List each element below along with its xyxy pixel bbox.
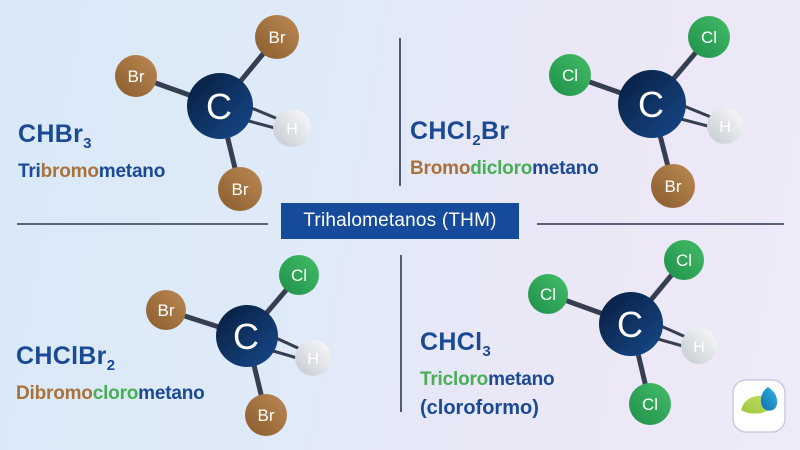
brand-logo — [732, 379, 786, 433]
formula-subscript: 3 — [482, 343, 491, 360]
water-drop-icon — [760, 387, 778, 411]
molecule-bromodichloromethane: Cl Cl Br C H — [549, 16, 743, 208]
name-segment: bromo — [40, 161, 99, 182]
atom-label: Cl — [676, 251, 692, 270]
atom-label: Cl — [540, 285, 556, 304]
molecule-dibromochloromethane: Cl Br Br C H — [146, 255, 331, 436]
compound-name-chbr3: Tribromometano — [18, 161, 165, 183]
alt-name-chloroform: (cloroformo) — [420, 397, 539, 419]
page-title: Trihalometanos (THM) — [303, 210, 497, 231]
atom-label: Br — [128, 67, 145, 86]
label-block-chclbr2: CHClBr2 Dibromoclorometano — [16, 342, 205, 405]
name-segment: dicloro — [470, 158, 533, 179]
atom-label: C — [206, 86, 232, 127]
atom-chlorine — [549, 54, 591, 96]
formula-chbr3: CHBr3 — [18, 120, 165, 152]
formula-base: CHCl — [420, 328, 483, 356]
name-segment: Dibromo — [16, 383, 93, 404]
atom-label: Cl — [642, 395, 658, 414]
compound-name-chclbr2: Dibromoclorometano — [16, 383, 205, 405]
atom-hydrogen — [273, 109, 311, 147]
atom-bromine — [651, 164, 695, 208]
atom-label: H — [286, 121, 298, 138]
atom-carbon — [618, 70, 686, 138]
atom-carbon — [216, 305, 278, 367]
atom-label: H — [693, 339, 705, 356]
atom-label: Br — [232, 180, 249, 199]
name-segment: metano — [98, 161, 166, 182]
atom-bromine — [218, 167, 262, 211]
atom-bromine — [146, 290, 186, 330]
formula-subscript: 2 — [106, 357, 116, 374]
formula-chcl3: CHCl3 — [420, 328, 554, 360]
atom-bromine — [245, 394, 287, 436]
atom-label: C — [617, 304, 643, 345]
name-segment: metano — [488, 369, 555, 390]
atom-label: Br — [269, 28, 286, 47]
atom-hydrogen — [295, 340, 331, 376]
name-segment: metano — [138, 383, 205, 404]
atom-label: Cl — [701, 28, 717, 47]
atom-bromine — [115, 55, 157, 97]
atom-carbon — [599, 292, 663, 356]
molecule-tribromomethane: Br Br Br C H — [115, 15, 311, 211]
atom-chlorine — [528, 274, 568, 314]
formula-suffix: Br — [480, 117, 510, 145]
name-segment: Bromo — [410, 158, 471, 179]
atom-bromine — [255, 15, 299, 59]
name-segment: cloro — [92, 383, 139, 404]
atom-label: H — [719, 119, 731, 136]
name-segment: Tri — [18, 161, 41, 182]
atom-carbon — [187, 73, 253, 139]
atom-chlorine — [664, 240, 704, 280]
label-block-chcl3: CHCl3 Triclorometano (cloroformo) — [420, 328, 555, 420]
formula-subscript: 3 — [83, 135, 92, 152]
compound-name-chcl3: Triclorometano — [420, 369, 555, 391]
compound-name-chcl2br: Bromodiclorometano — [410, 158, 599, 180]
atom-chlorine — [629, 383, 671, 425]
label-block-chbr3: CHBr3 Tribromometano — [18, 120, 165, 183]
atom-label: Cl — [291, 266, 307, 285]
title-banner: Trihalometanos (THM) — [281, 203, 519, 239]
atom-label: C — [233, 316, 259, 357]
formula-chclbr2: CHClBr2 — [16, 342, 205, 374]
name-segment: metano — [532, 158, 599, 179]
atom-hydrogen — [707, 108, 743, 144]
atom-label: Br — [258, 406, 275, 425]
atom-chlorine — [279, 255, 319, 295]
atom-hydrogen — [681, 328, 717, 364]
atom-label: Br — [665, 177, 682, 196]
formula-base: CHCl — [410, 117, 473, 145]
atom-label: Br — [158, 301, 175, 320]
label-block-chcl2br: CHCl2Br Bromodiclorometano — [410, 117, 599, 180]
atom-label: C — [638, 84, 664, 125]
formula-base: CHBr — [18, 120, 84, 148]
name-segment: Tricloro — [420, 369, 489, 390]
formula-subscript: 2 — [472, 132, 481, 149]
atom-label: H — [307, 351, 319, 368]
atom-chlorine — [688, 16, 730, 58]
molecule-trichloromethane: Cl Cl Cl C H — [528, 240, 717, 425]
formula-chcl2br: CHCl2Br — [410, 117, 599, 149]
formula-base: CHClBr — [16, 342, 107, 370]
atom-label: Cl — [562, 66, 578, 85]
